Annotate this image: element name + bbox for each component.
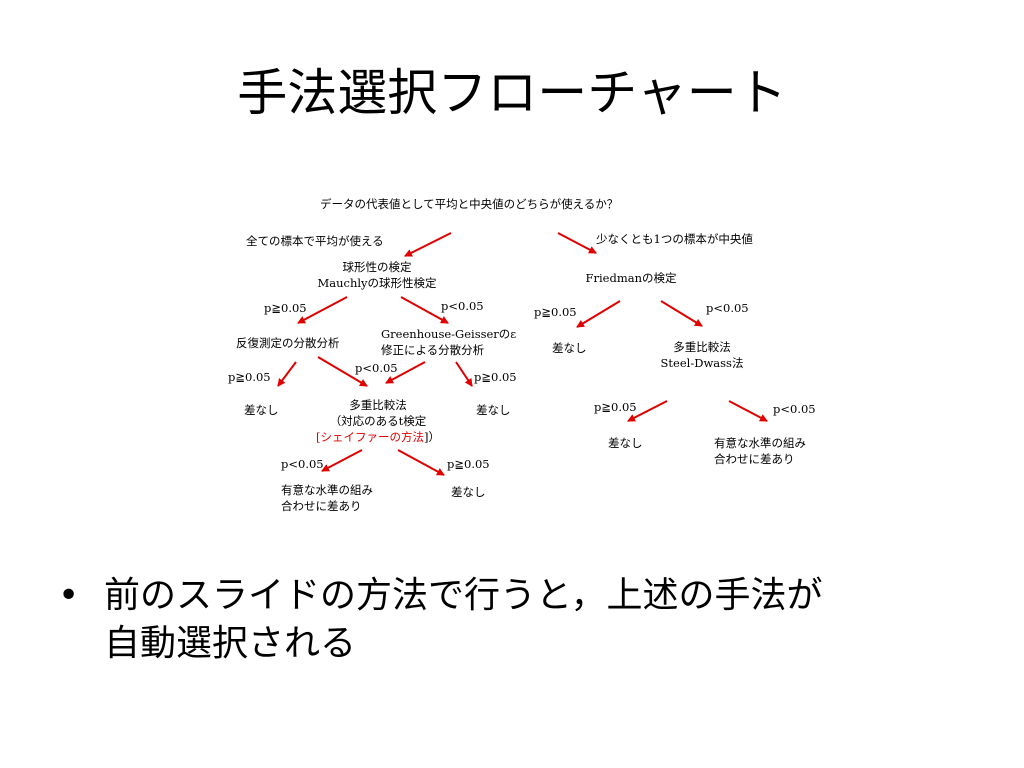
branch-median: 少なくとも1つの標本が中央値 bbox=[596, 232, 753, 246]
arrow-multiple-nodiff bbox=[397, 449, 445, 476]
root-question: データの代表値として平均と中央値のどちらが使えるか？ bbox=[320, 197, 619, 211]
multiple-comparison-line2: （対応のあるt検定 bbox=[329, 414, 427, 428]
label-p-ge-gg: p≧0.05 bbox=[474, 370, 517, 384]
significant-steel: 有意な水準の組み 合わせに差あり bbox=[714, 435, 806, 467]
bullet-line-1: 前のスライドの方法で行うと，上述の手法が bbox=[104, 575, 823, 616]
multiple-comparison: 多重比較法 （対応のあるt検定 [シェイファーの方法]） bbox=[316, 397, 440, 445]
arrow-multiple-sig bbox=[321, 449, 363, 472]
repeated-measures-anova: 反復測定の分散分析 bbox=[236, 336, 340, 350]
bracket-open: [ bbox=[316, 430, 321, 444]
significant-multiple-line1: 有意な水準の組み bbox=[281, 483, 373, 497]
no-difference-friedman: 差なし bbox=[552, 341, 587, 355]
significant-multiple-line2: 合わせに差あり bbox=[281, 499, 362, 513]
greenhouse-geisser: Greenhouse-Geisserのε 修正による分散分析 bbox=[381, 326, 516, 358]
arrow-question-left bbox=[404, 232, 452, 257]
slide-title: 手法選択フローチャート bbox=[237, 64, 787, 122]
arrow-question-right bbox=[557, 232, 597, 254]
arrow-friedman-left bbox=[576, 300, 621, 328]
shaffer-method: シェイファーの方法 bbox=[320, 430, 425, 444]
label-p-ge-multiple: p≧0.05 bbox=[447, 457, 490, 471]
bullet-line-2: 自動選択される bbox=[104, 623, 357, 664]
sphericity-test-line1: 球形性の検定 bbox=[342, 260, 412, 274]
arrow-anova-multiple bbox=[317, 356, 368, 387]
no-difference-gg: 差なし bbox=[476, 403, 511, 417]
friedman-test: Friedmanの検定 bbox=[585, 271, 677, 285]
steel-dwass-line2: Steel-Dwass法 bbox=[660, 356, 744, 370]
bracket-close: ]） bbox=[424, 430, 440, 444]
multiple-comparison-line1: 多重比較法 bbox=[349, 398, 407, 412]
arrow-gg-nodiff bbox=[455, 361, 473, 387]
arrow-sphericity-right bbox=[400, 296, 449, 324]
no-difference-multiple: 差なし bbox=[451, 485, 486, 499]
steel-dwass: 多重比較法 Steel-Dwass法 bbox=[661, 339, 744, 371]
bullet-marker: • bbox=[58, 575, 80, 616]
label-p-lt-middle: p<0.05 bbox=[355, 361, 398, 375]
arrow-anova-nodiff bbox=[277, 361, 297, 387]
arrow-steel-nodiff bbox=[627, 400, 668, 422]
label-p-lt-sphericity: p<0.05 bbox=[441, 299, 484, 313]
significant-steel-line1: 有意な水準の組み bbox=[714, 436, 806, 450]
multiple-comparison-line3: [シェイファーの方法]） bbox=[316, 429, 440, 445]
sphericity-test: 球形性の検定 Mauchlyの球形性検定 bbox=[317, 259, 436, 291]
arrow-friedman-right bbox=[660, 300, 703, 327]
no-difference-steel: 差なし bbox=[608, 436, 643, 450]
sphericity-test-line2: Mauchlyの球形性検定 bbox=[317, 276, 437, 290]
steel-dwass-line1: 多重比較法 bbox=[673, 340, 731, 354]
label-p-lt-friedman: p<0.05 bbox=[706, 301, 749, 315]
label-p-lt-steel: p<0.05 bbox=[773, 402, 816, 416]
bullet-item: 前のスライドの方法で行うと，上述の手法が 自動選択される bbox=[104, 572, 964, 668]
arrow-sphericity-left bbox=[297, 296, 348, 324]
arrow-gg-multiple bbox=[385, 361, 426, 384]
label-p-ge-sphericity: p≧0.05 bbox=[264, 301, 307, 315]
label-p-lt-multiple: p<0.05 bbox=[281, 457, 324, 471]
significant-steel-line2: 合わせに差あり bbox=[714, 452, 795, 466]
branch-mean-usable: 全ての標本で平均が使える bbox=[246, 234, 384, 248]
greenhouse-geisser-line2: 修正による分散分析 bbox=[381, 343, 485, 357]
greenhouse-geisser-line1: Greenhouse-Geisserのε bbox=[381, 327, 517, 341]
label-p-ge-anova: p≧0.05 bbox=[228, 370, 271, 384]
significant-multiple: 有意な水準の組み 合わせに差あり bbox=[281, 482, 373, 514]
arrow-steel-sig bbox=[728, 400, 768, 422]
no-difference-anova: 差なし bbox=[244, 403, 279, 417]
label-p-ge-friedman: p≧0.05 bbox=[534, 305, 577, 319]
label-p-ge-steel: p≧0.05 bbox=[594, 400, 637, 414]
